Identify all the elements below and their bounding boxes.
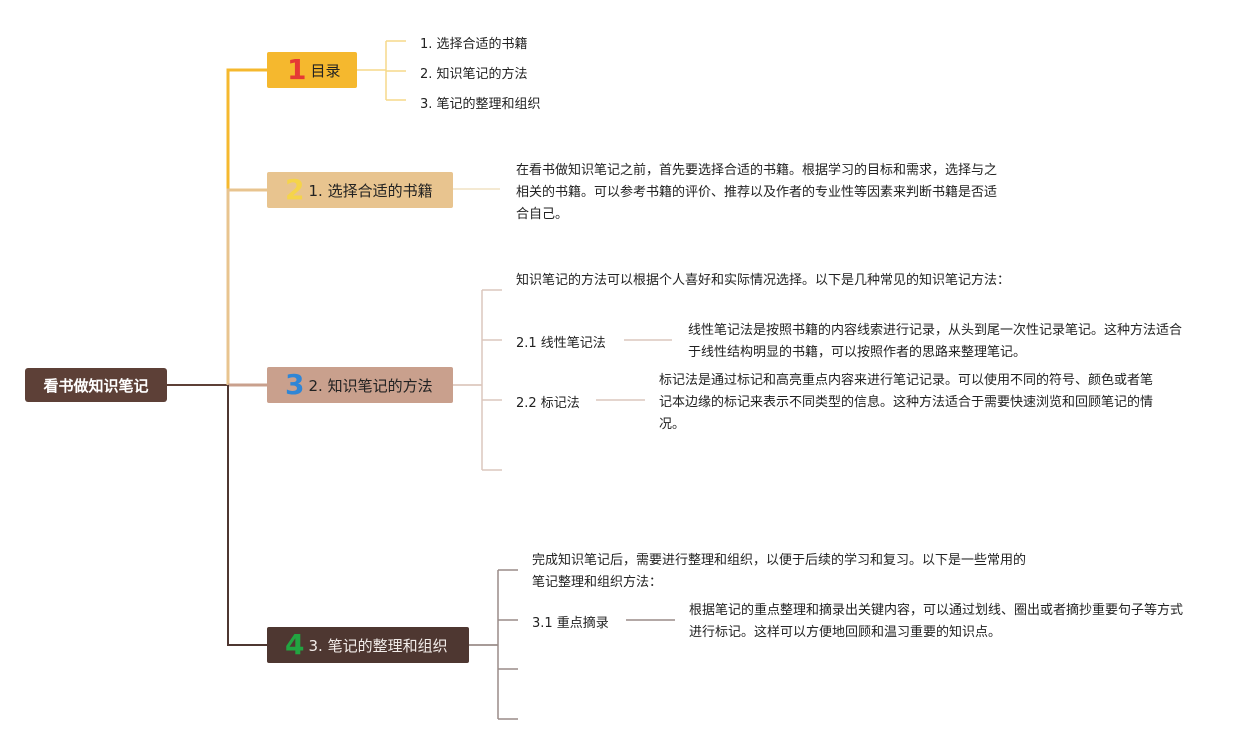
- subtopic-linear-notes[interactable]: 2.1 线性笔记法: [516, 336, 606, 351]
- subtopic-key-excerpts-text: 根据笔记的重点整理和摘录出关键内容，可以通过划线、圈出或者摘抄重要句子等方式进行…: [689, 603, 1184, 640]
- toc-item[interactable]: 3. 笔记的整理和组织: [420, 97, 541, 112]
- number-badge: 1: [287, 53, 307, 86]
- section3-intro: 完成知识笔记后，需要进行整理和组织，以便于后续的学习和复习。以下是一些常用的笔记…: [532, 553, 1027, 590]
- number-badge: 2: [285, 173, 305, 206]
- branch-label: 目录: [310, 61, 341, 80]
- subtopic-marking[interactable]: 2.2 标记法: [516, 396, 580, 411]
- branch-node-methods[interactable]: 3 2. 知识笔记的方法: [267, 367, 453, 403]
- subtopic-marking-text: 标记法是通过标记和高亮重点内容来进行笔记记录。可以使用不同的符号、颜色或者笔记本…: [659, 373, 1154, 432]
- toc-item[interactable]: 1. 选择合适的书籍: [420, 37, 528, 52]
- section2-intro: 知识笔记的方法可以根据个人喜好和实际情况选择。以下是几种常见的知识笔记方法：: [516, 273, 1011, 288]
- number-badge: 4: [285, 628, 305, 661]
- section1-text: 在看书做知识笔记之前，首先要选择合适的书籍。根据学习的目标和需求，选择与之相关的…: [516, 163, 998, 222]
- branch-label: 2. 知识笔记的方法: [308, 376, 433, 395]
- branch-label: 1. 选择合适的书籍: [308, 181, 433, 200]
- toc-item[interactable]: 2. 知识笔记的方法: [420, 67, 528, 82]
- branch-label: 3. 笔记的整理和组织: [308, 636, 448, 655]
- branch-node-organize[interactable]: 4 3. 笔记的整理和组织: [267, 627, 469, 663]
- number-badge: 3: [285, 368, 305, 401]
- root-label: 看书做知识笔记: [43, 376, 149, 395]
- root-node[interactable]: 看书做知识笔记: [25, 368, 167, 402]
- branch-node-choose-books[interactable]: 2 1. 选择合适的书籍: [267, 172, 453, 208]
- subtopic-key-excerpts[interactable]: 3.1 重点摘录: [532, 616, 609, 631]
- subtopic-linear-notes-text: 线性笔记法是按照书籍的内容线索进行记录，从头到尾一次性记录笔记。这种方法适合于线…: [688, 323, 1183, 360]
- branch-node-toc[interactable]: 1 目录: [267, 52, 357, 88]
